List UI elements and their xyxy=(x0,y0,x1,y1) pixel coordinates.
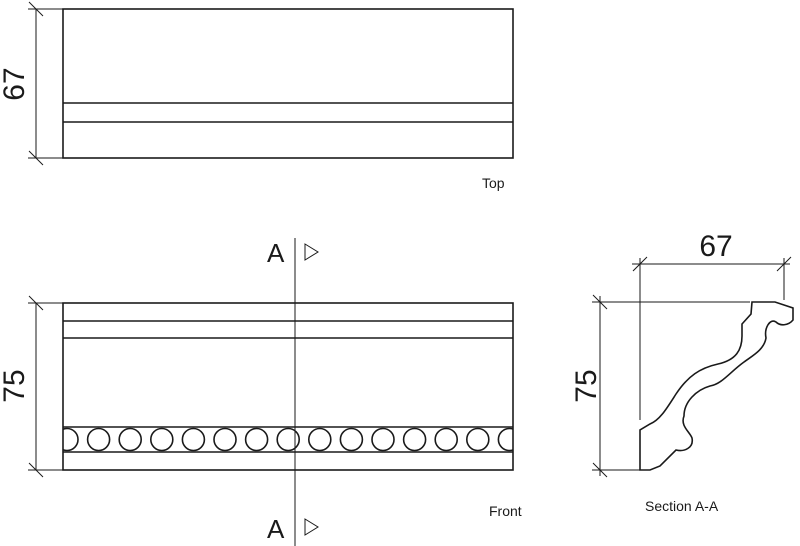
bead xyxy=(434,427,459,452)
section-arrow-bottom-icon xyxy=(304,518,319,536)
front-dim-value: 75 xyxy=(0,369,31,402)
bead xyxy=(465,427,490,452)
bead xyxy=(371,427,395,452)
bead xyxy=(181,427,206,452)
top-view-caption: Top xyxy=(482,175,505,191)
top-view-outline xyxy=(62,8,514,159)
section-view xyxy=(639,301,794,471)
front-view-dimension: 75 xyxy=(0,295,63,478)
front-view xyxy=(62,302,514,471)
top-dim-tick-upper xyxy=(28,1,44,17)
bead xyxy=(402,427,427,452)
bead xyxy=(244,427,269,452)
top-dim-value: 67 xyxy=(0,67,31,100)
section-depth-dimension: 67 xyxy=(632,230,792,420)
section-height-dimension: 75 xyxy=(570,294,750,478)
bead xyxy=(86,427,111,452)
section-arrow-top-icon xyxy=(304,243,319,261)
crown-molding-profile xyxy=(639,301,794,471)
bead xyxy=(213,427,237,452)
section-height-tick-upper xyxy=(592,294,608,310)
section-view-caption: Section A-A xyxy=(645,498,719,514)
section-depth-tick-right xyxy=(776,256,792,272)
top-view xyxy=(62,8,514,159)
top-dim-tick-lower xyxy=(28,150,44,166)
front-dim-tick-lower xyxy=(28,462,44,478)
bead xyxy=(276,427,301,452)
bead xyxy=(339,427,364,452)
top-view-dimension: 67 xyxy=(0,1,63,166)
section-marker-bottom-letter: A xyxy=(267,514,285,544)
bead xyxy=(150,427,174,452)
bead xyxy=(307,427,332,452)
front-dim-tick-upper xyxy=(28,295,44,311)
section-height-tick-lower xyxy=(592,462,608,478)
front-view-caption: Front xyxy=(489,503,522,519)
bead-row xyxy=(63,427,513,452)
front-view-outline xyxy=(62,302,514,471)
bead xyxy=(63,427,79,452)
section-height-value: 75 xyxy=(570,369,603,402)
section-marker-top-letter: A xyxy=(267,238,285,268)
bead xyxy=(497,427,513,452)
bead xyxy=(118,427,142,452)
section-line: A A xyxy=(267,238,319,546)
section-depth-tick-left xyxy=(632,256,648,272)
section-depth-value: 67 xyxy=(699,230,732,263)
